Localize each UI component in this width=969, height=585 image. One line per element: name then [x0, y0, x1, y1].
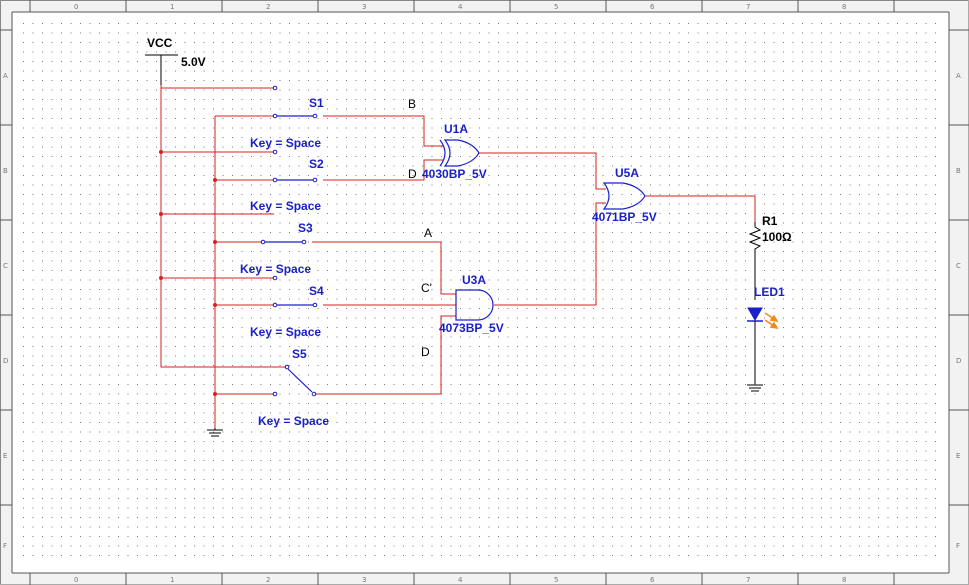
ruler-col-1: 1 — [170, 3, 174, 11]
switch-s5[interactable]: S5 — [272, 347, 317, 397]
led-led1-ref: LED1 — [754, 285, 785, 299]
ruler-col-4-bottom: 4 — [458, 576, 463, 584]
ruler-row-c-right: C — [956, 262, 961, 270]
switch-s2-label: S2 — [309, 157, 324, 171]
switch-s4-key: Key = Space — [250, 325, 321, 339]
switch-s5-label: S5 — [292, 347, 307, 361]
switch-s4[interactable]: S4 — [272, 275, 324, 308]
resistor-r1[interactable]: R1 100Ω — [748, 214, 792, 300]
ground-symbol-left — [207, 428, 223, 437]
vcc-label: VCC — [147, 36, 173, 50]
switch-s4-label: S4 — [309, 284, 324, 298]
xor-gate-u1a-ref: U1A — [444, 122, 468, 136]
or-gate-u5a-part: 4071BP_5V — [592, 210, 657, 224]
ruler-col-0: 0 — [74, 3, 78, 11]
switch-s2[interactable]: S2 — [272, 149, 324, 183]
ruler-col-6: 6 — [650, 3, 655, 11]
net-label-b: B — [408, 97, 416, 111]
ruler-col-3-bottom: 3 — [362, 576, 366, 584]
ruler-col-5-bottom: 5 — [554, 576, 558, 584]
switch-s1[interactable]: S1 — [272, 85, 324, 119]
vcc-supply[interactable]: VCC 5.0V — [145, 36, 206, 88]
ruler-row-a: A — [3, 72, 8, 80]
ruler-row-a-right: A — [956, 72, 961, 80]
ruler-row-f-right: F — [956, 542, 960, 550]
or-gate-u5a[interactable]: U5A 4071BP_5V — [592, 166, 657, 224]
net-label-c-prime: C' — [421, 281, 432, 295]
ruler-row-b: B — [3, 167, 8, 175]
led-led1[interactable]: LED1 — [747, 285, 785, 384]
ruler-row-e: E — [3, 452, 7, 460]
ruler-col-0-bottom: 0 — [74, 576, 78, 584]
and-gate-u3a[interactable]: U3A 4073BP_5V — [439, 273, 504, 335]
net-label-d-top: D — [408, 167, 417, 181]
ruler-col-4: 4 — [458, 3, 463, 11]
ruler-col-5: 5 — [554, 3, 558, 11]
ruler-col-2-bottom: 2 — [266, 576, 270, 584]
switch-s3[interactable]: S3 — [260, 221, 313, 245]
ruler-row-c: C — [3, 262, 8, 270]
ruler-row-b-right: B — [956, 167, 961, 175]
led-rays-icon — [764, 312, 779, 330]
or-gate-u5a-ref: U5A — [615, 166, 639, 180]
ruler-col-7-bottom: 7 — [746, 576, 750, 584]
switch-s2-key: Key = Space — [250, 199, 321, 213]
ruler-col-7: 7 — [746, 3, 750, 11]
switch-s3-label: S3 — [298, 221, 313, 235]
switch-s1-key: Key = Space — [250, 136, 321, 150]
and-gate-u3a-ref: U3A — [462, 273, 486, 287]
resistor-r1-ref: R1 — [762, 214, 778, 228]
ruler-col-2: 2 — [266, 3, 270, 11]
switch-s3-key: Key = Space — [240, 262, 311, 276]
ruler-col-6-bottom: 6 — [650, 576, 655, 584]
xor-gate-u1a[interactable]: U1A 4030BP_5V — [422, 122, 487, 181]
and-gate-u3a-part: 4073BP_5V — [439, 321, 504, 335]
wires — [159, 85, 756, 428]
resistor-r1-value: 100Ω — [762, 230, 792, 244]
net-label-a: A — [424, 226, 432, 240]
ruler-row-e-right: E — [956, 452, 960, 460]
switch-s1-label: S1 — [309, 96, 324, 110]
ground-symbol-right — [747, 384, 763, 392]
vcc-voltage: 5.0V — [181, 55, 206, 69]
ruler-col-1-bottom: 1 — [170, 576, 174, 584]
switch-s5-key: Key = Space — [258, 414, 329, 428]
ruler-col-8-bottom: 8 — [842, 576, 846, 584]
ruler-col-3: 3 — [362, 3, 366, 11]
ruler-row-f: F — [3, 542, 7, 550]
xor-gate-u1a-part: 4030BP_5V — [422, 167, 487, 181]
net-label-d-bottom: D — [421, 345, 430, 359]
ruler-col-8: 8 — [842, 3, 846, 11]
ruler-row-d-right: D — [956, 357, 961, 365]
ruler-row-d: D — [3, 357, 8, 365]
